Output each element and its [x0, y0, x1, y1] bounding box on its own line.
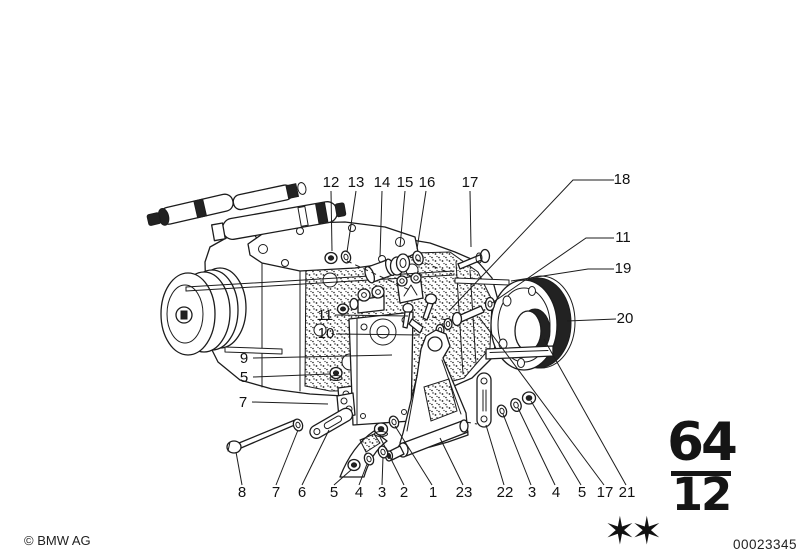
plate-fasteners [336, 293, 453, 337]
callout-5: 5 [330, 484, 338, 501]
callout-4b: 4 [552, 484, 560, 501]
callout-9: 9 [240, 350, 248, 367]
rod-19 [454, 277, 510, 286]
callout-15: 15 [397, 174, 414, 191]
callout-12: 12 [323, 174, 340, 191]
mounting-plate [336, 311, 414, 426]
callout-5-left: 5 [240, 369, 248, 386]
washer-4 [363, 452, 375, 466]
callout-10: 10 [318, 325, 335, 342]
slotted-strip-22 [476, 372, 492, 428]
nut-5-left [329, 366, 343, 381]
belt-guard-bar [485, 345, 554, 360]
ear-bracket-right [396, 272, 424, 304]
clutch-pulley [160, 267, 247, 356]
bushing-15 [389, 253, 411, 276]
slotted-strip-6 [309, 407, 354, 439]
nut-2 [373, 422, 389, 437]
callout-4: 4 [355, 484, 363, 501]
callout-numbers: 12 13 14 15 16 17 18 11 19 20 11 10 9 5 … [238, 171, 636, 501]
callout-3: 3 [378, 484, 386, 501]
callout-11-left: 11 [317, 307, 333, 324]
nut-5b [521, 391, 537, 405]
stars-marker-icon: ✶✶ [604, 509, 663, 553]
callout-16: 16 [419, 174, 436, 191]
hose-fitting-mid [232, 182, 307, 211]
copyright-text: © BMW AG [24, 533, 91, 548]
callout-2: 2 [400, 484, 408, 501]
callout-22: 22 [497, 484, 514, 501]
callout-7: 7 [272, 484, 280, 501]
bolt-8 [226, 419, 298, 454]
washer-13 [340, 250, 352, 264]
washer-4b [510, 398, 522, 412]
callout-6: 6 [298, 484, 306, 501]
badge-main-group: 64 [667, 412, 738, 473]
callout-8: 8 [238, 484, 246, 501]
bottom-hardware [226, 372, 537, 472]
bolt-17 [457, 248, 491, 270]
hose-fitting-upper [146, 193, 234, 226]
washer-7 [292, 418, 304, 432]
spacer-bar [224, 346, 283, 355]
callout-23: 23 [456, 484, 473, 501]
washer-3b [496, 404, 508, 418]
callout-14: 14 [374, 174, 391, 191]
callout-18: 18 [614, 171, 631, 188]
badge-sub-group: 12 [671, 468, 733, 521]
washer-3 [377, 445, 389, 459]
callout-5b: 5 [578, 484, 586, 501]
callout-3b: 3 [528, 484, 536, 501]
callout-7-left: 7 [239, 394, 247, 411]
callout-13: 13 [348, 174, 365, 191]
assembly-axis-dashes [346, 255, 478, 425]
section-badge: 64 12 [662, 412, 740, 521]
callout-19: 19 [615, 260, 632, 277]
document-number: 00023345 [733, 537, 798, 552]
ear-bracket-left [357, 285, 385, 314]
hose-fitting-lower [210, 201, 347, 242]
callout-11-right: 11 [615, 229, 631, 246]
callout-1: 1 [429, 484, 437, 501]
callout-17: 17 [462, 174, 479, 191]
badge-divider [671, 471, 731, 476]
callout-20: 20 [617, 310, 634, 327]
hardware-row [324, 248, 510, 286]
callout-17b: 17 [597, 484, 614, 501]
pulley-bolt [451, 296, 496, 327]
callout-21: 21 [619, 484, 636, 501]
leader-lines [235, 179, 627, 486]
